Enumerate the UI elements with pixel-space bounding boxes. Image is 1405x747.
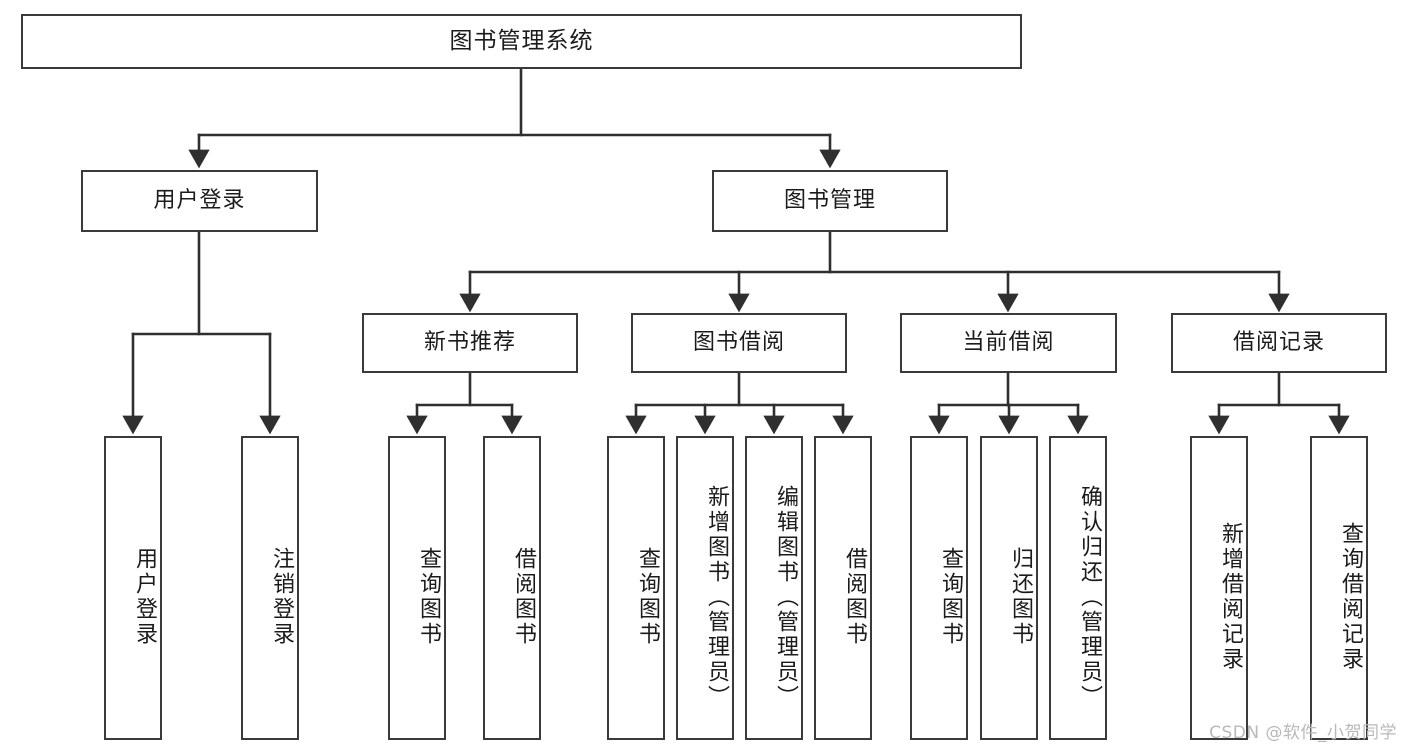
node-current-borrow[interactable]: 当前借阅 bbox=[900, 313, 1117, 373]
leaf-query-borrow-record[interactable]: 查询借阅记录 bbox=[1310, 436, 1368, 740]
node-label: 当前借阅 bbox=[962, 329, 1055, 355]
leaf-add-borrow-record[interactable]: 新增借阅记录 bbox=[1190, 436, 1248, 740]
node-label: 注销登录 bbox=[269, 547, 294, 647]
node-label: 借阅图书 bbox=[842, 547, 867, 647]
node-label: 查询图书 bbox=[416, 547, 441, 647]
node-label: 用户登录 bbox=[132, 547, 157, 647]
leaf-logout-login[interactable]: 注销登录 bbox=[241, 436, 299, 740]
node-label: 图书管理系统 bbox=[449, 27, 594, 54]
leaf-borrow-book-from-borrow[interactable]: 借阅图书 bbox=[814, 436, 872, 740]
node-label: 借阅记录 bbox=[1232, 329, 1325, 355]
node-label: 借阅图书 bbox=[511, 547, 536, 647]
leaf-query-book-from-borrow[interactable]: 查询图书 bbox=[607, 436, 665, 740]
node-root-book-management-system[interactable]: 图书管理系统 bbox=[21, 14, 1022, 69]
node-label: 新增图书（管理员） bbox=[704, 484, 729, 710]
node-label: 查询图书 bbox=[938, 547, 963, 647]
leaf-edit-book-admin[interactable]: 编辑图书（管理员） bbox=[745, 436, 803, 740]
leaf-add-book-admin[interactable]: 新增图书（管理员） bbox=[676, 436, 734, 740]
node-label: 编辑图书（管理员） bbox=[773, 484, 798, 710]
node-label: 查询借阅记录 bbox=[1338, 522, 1363, 672]
leaf-confirm-return-admin[interactable]: 确认归还（管理员） bbox=[1049, 436, 1107, 740]
node-label: 新书推荐 bbox=[423, 329, 516, 355]
leaf-borrow-book-from-recommend[interactable]: 借阅图书 bbox=[483, 436, 541, 740]
leaf-query-book-from-recommend[interactable]: 查询图书 bbox=[388, 436, 446, 740]
node-label: 确认归还（管理员） bbox=[1077, 484, 1102, 710]
leaf-user-login[interactable]: 用户登录 bbox=[104, 436, 162, 740]
node-book-borrow[interactable]: 图书借阅 bbox=[631, 313, 847, 373]
leaf-query-book-from-current[interactable]: 查询图书 bbox=[910, 436, 968, 740]
node-label: 查询图书 bbox=[635, 547, 660, 647]
node-new-book-recommend[interactable]: 新书推荐 bbox=[362, 313, 578, 373]
node-label: 用户登录 bbox=[153, 187, 246, 213]
node-label: 图书管理 bbox=[783, 187, 876, 213]
node-label: 新增借阅记录 bbox=[1218, 522, 1243, 672]
node-user-login[interactable]: 用户登录 bbox=[81, 170, 318, 232]
node-book-manage[interactable]: 图书管理 bbox=[712, 170, 948, 232]
leaf-return-book[interactable]: 归还图书 bbox=[980, 436, 1038, 740]
node-borrow-record[interactable]: 借阅记录 bbox=[1171, 313, 1387, 373]
node-label: 图书借阅 bbox=[692, 329, 785, 355]
node-label: 归还图书 bbox=[1008, 547, 1033, 647]
csdn-watermark: CSDN @软件_小贺同学 bbox=[1209, 723, 1397, 743]
